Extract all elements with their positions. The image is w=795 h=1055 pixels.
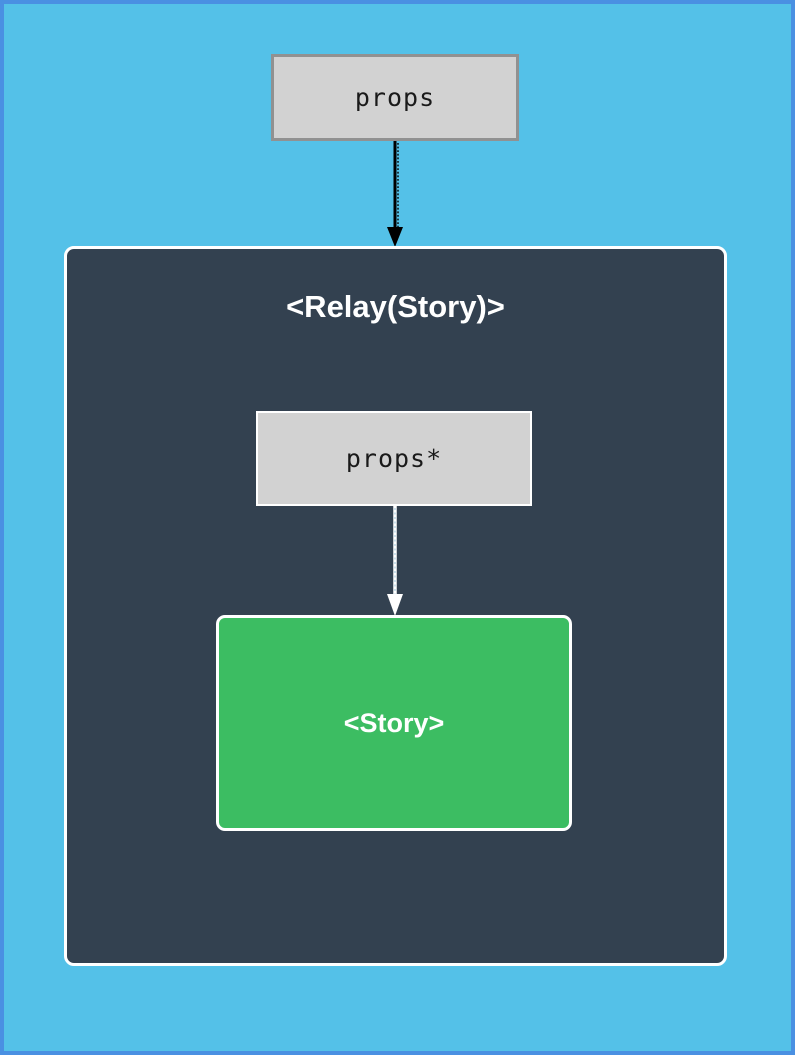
down-arrow-icon [387, 506, 403, 616]
props-label: props [354, 83, 436, 112]
story-label: <Story> [343, 707, 445, 738]
props-star-box: props* [256, 411, 532, 506]
down-arrow-icon [387, 141, 403, 247]
relay-title: <Relay(Story)> [286, 289, 505, 324]
props-box: props [271, 54, 519, 141]
props-star-label: props* [345, 444, 443, 473]
relay-container: <Relay(Story)> props* <Story> [64, 246, 727, 966]
story-box: <Story> [216, 615, 572, 831]
